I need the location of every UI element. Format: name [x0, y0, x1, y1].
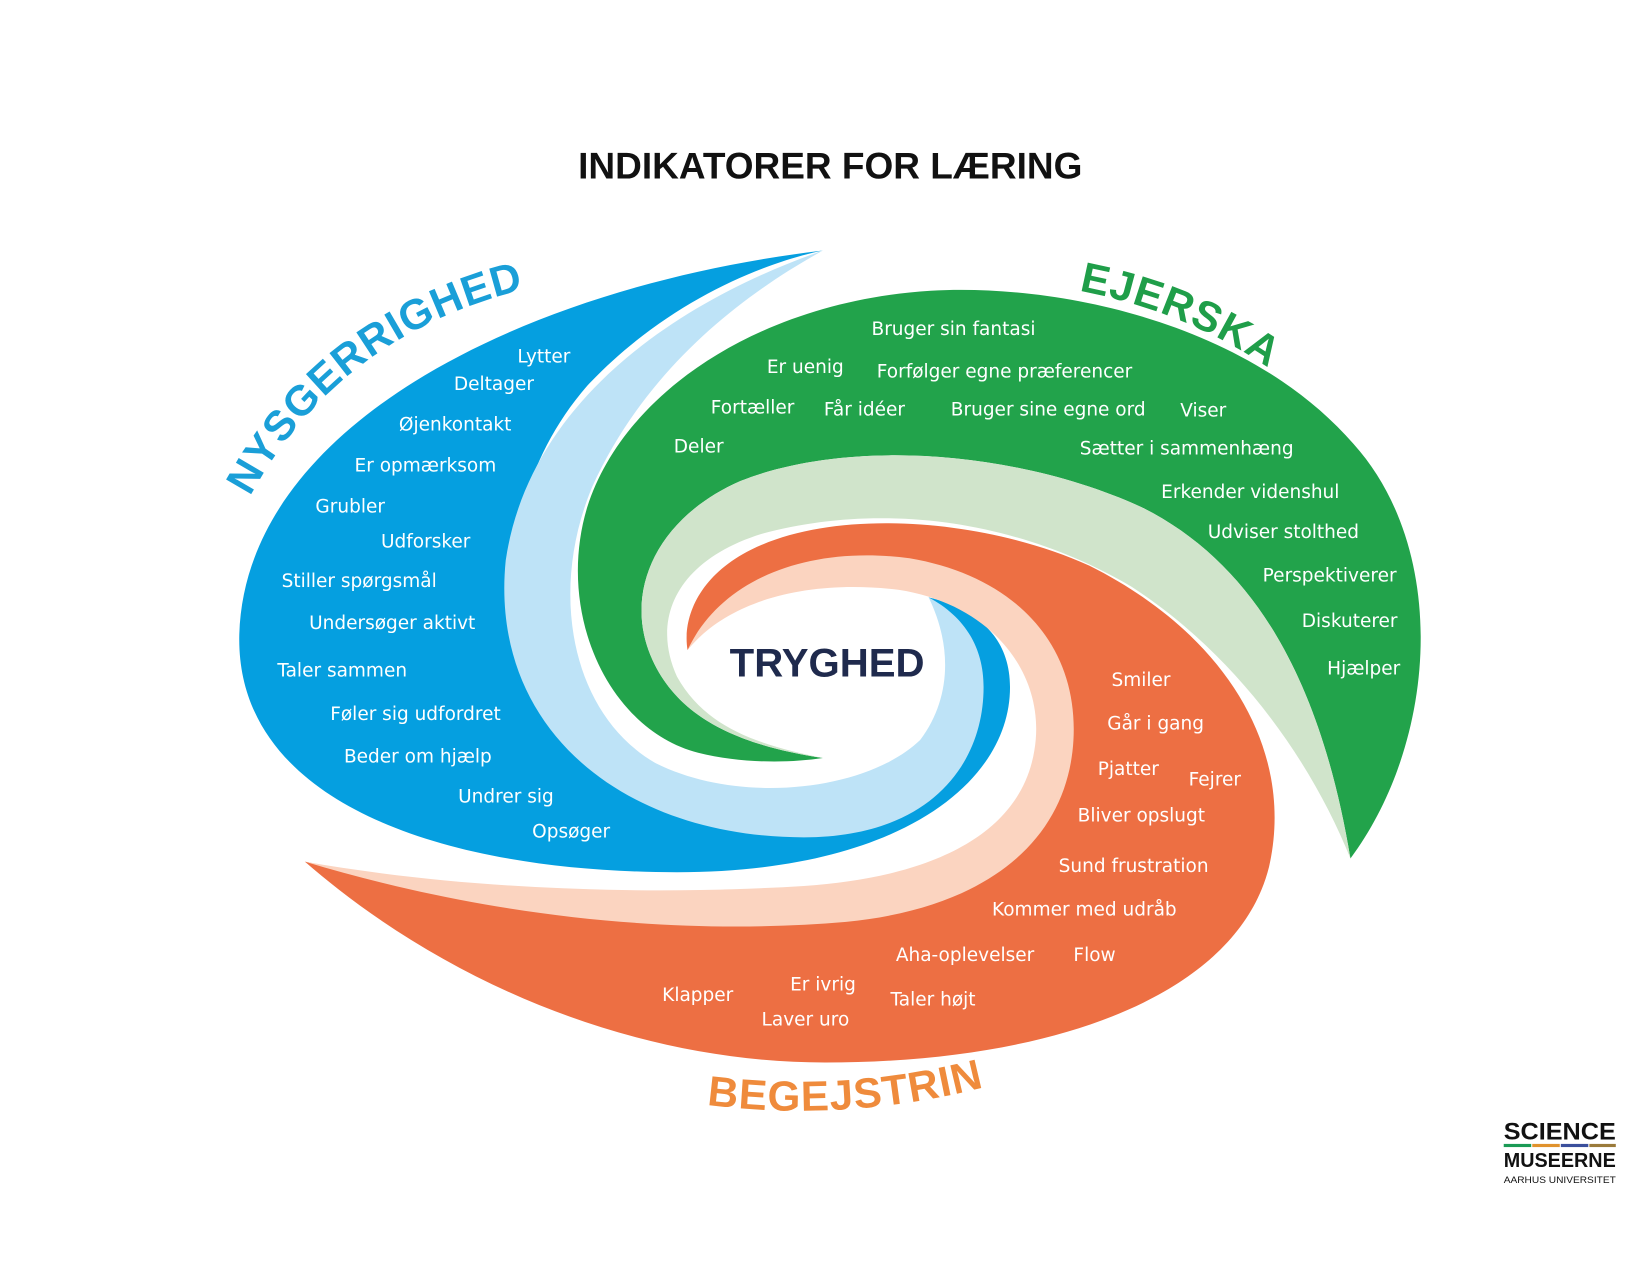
center-label: TRYGHED — [730, 641, 925, 686]
ejerskab-items: Bruger sin fantasi Er uenig Forfølger eg… — [674, 319, 1401, 679]
indicator-label: Kommer med udråb — [992, 900, 1177, 921]
logo-line-1: SCIENCE — [1504, 1119, 1616, 1146]
indicator-label: Klapper — [662, 985, 733, 1006]
ejerskab-swirl — [577, 289, 1421, 859]
indicator-label: Deler — [674, 436, 724, 457]
indicator-label: Grubler — [315, 497, 385, 518]
nysgerrighed-swirl — [239, 250, 1011, 873]
indicator-label: Udforsker — [381, 532, 471, 553]
indicator-label: Går i gang — [1107, 713, 1204, 734]
indicator-label: Er uenig — [767, 357, 844, 378]
indicator-label: Fortæller — [711, 397, 795, 418]
nysgerrighed-items: Lytter Deltager Øjenkontakt Er opmærksom… — [276, 347, 610, 843]
logo-line-2: MUSEERNE — [1504, 1150, 1616, 1172]
indicator-label: Undrer sig — [458, 786, 554, 807]
indicator-label: Erkender videnshul — [1161, 482, 1339, 503]
indicator-label: Taler sammen — [276, 661, 407, 682]
indicator-label: Pjatter — [1098, 759, 1160, 780]
indicator-label: Er ivrig — [790, 975, 856, 996]
indicator-label: Lytter — [517, 347, 570, 368]
indicator-label: Sund frustration — [1059, 856, 1209, 877]
indicator-label: Taler højt — [890, 989, 976, 1010]
indicator-label: Deltager — [454, 374, 534, 395]
indicator-label: Beder om hjælp — [344, 746, 492, 767]
indicator-label: Øjenkontakt — [399, 414, 511, 435]
indicator-label: Diskuterer — [1302, 611, 1398, 632]
indicator-label: Får idéer — [824, 399, 905, 420]
nysgerrighed-inner-band — [504, 250, 984, 838]
begejstring-inner-band — [304, 555, 1074, 927]
indicator-label: Bliver opslugt — [1078, 805, 1205, 826]
indicator-label: Flow — [1073, 945, 1115, 966]
indicator-label: Smiler — [1112, 670, 1171, 691]
begejstring-items: Smiler Går i gang Pjatter Fejrer Bliver … — [662, 670, 1241, 1030]
indicator-label: Sætter i sammenhæng — [1080, 439, 1294, 460]
indicator-label: Stiller spørgsmål — [282, 571, 437, 592]
indicator-label: Opsøger — [532, 821, 610, 842]
science-museerne-logo: SCIENCE MUSEERNE AARHUS UNIVERSITET — [1503, 1119, 1616, 1186]
indicator-label: Viser — [1180, 401, 1226, 422]
indicator-label: Bruger sin fantasi — [872, 319, 1036, 340]
indicator-label: Laver uro — [762, 1009, 850, 1030]
indicator-label: Bruger sine egne ord — [951, 399, 1146, 420]
indicator-label: Undersøger aktivt — [309, 613, 475, 634]
begejstring-swirl — [304, 523, 1275, 1063]
page-title: INDIKATORER FOR LÆRING — [578, 146, 1082, 187]
ejerskab-inner-band — [641, 455, 1351, 859]
indicator-label: Føler sig udfordret — [330, 704, 501, 725]
indicator-label: Er opmærksom — [355, 456, 497, 477]
indicator-label: Fejrer — [1189, 770, 1242, 791]
logo-line-3: AARHUS UNIVERSITET — [1504, 1175, 1616, 1186]
indicator-label: Udviser stolthed — [1208, 522, 1359, 543]
indicator-label: Aha-oplevelser — [896, 945, 1035, 966]
indicator-label: Hjælper — [1327, 659, 1400, 680]
indicator-label: Forfølger egne præferencer — [877, 361, 1133, 382]
indicator-label: Perspektiverer — [1263, 565, 1397, 586]
